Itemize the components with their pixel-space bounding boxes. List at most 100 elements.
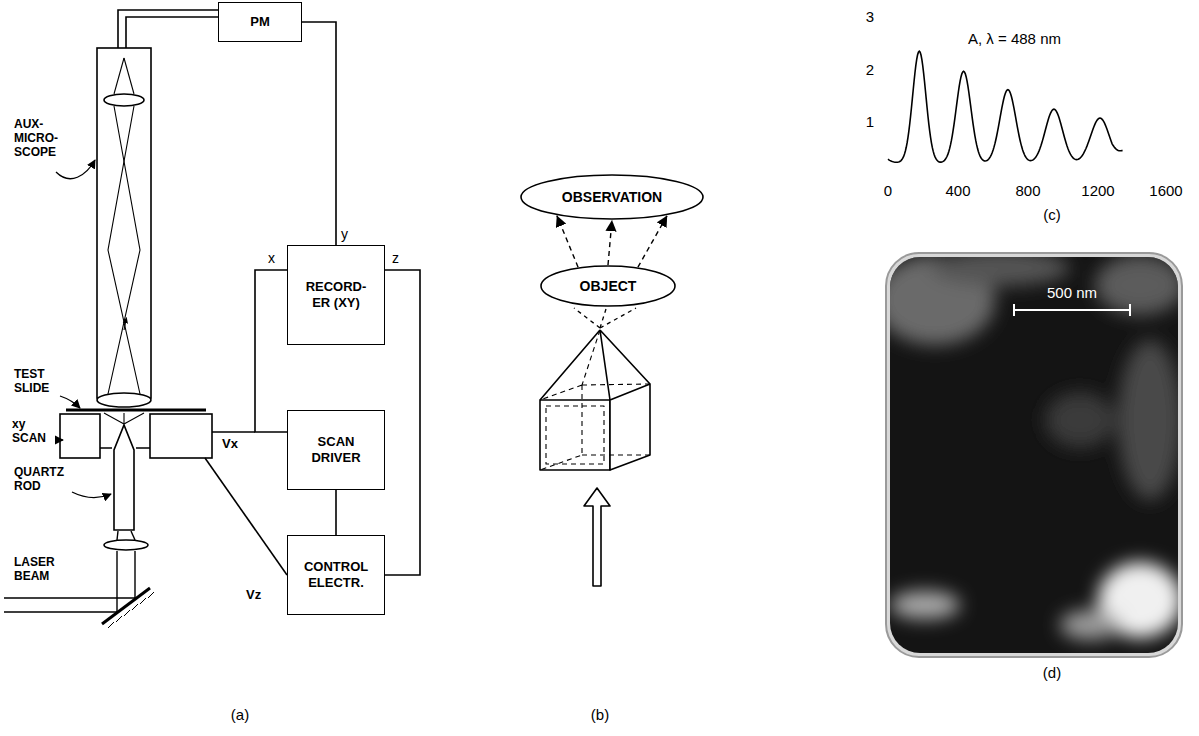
laser-beam	[108, 592, 154, 628]
signal-wire	[255, 270, 287, 432]
node-text: OBJECT	[580, 278, 637, 295]
axis-tick-label: 0	[884, 182, 892, 199]
part-label: AUX- MICRO- SCOPE	[14, 118, 58, 159]
node-text: SCAN DRIVER	[311, 434, 360, 465]
axis-tick-label: 1600	[1149, 182, 1182, 199]
microscope-tube	[97, 48, 151, 407]
leader-arrow	[60, 396, 80, 408]
recorder-box: RECORD- ER (XY)	[287, 245, 385, 345]
optical-fiber	[126, 17, 218, 48]
prism-tip	[546, 406, 604, 464]
laser-beam	[4, 551, 135, 598]
quartz-rod	[104, 540, 148, 550]
scan-image	[875, 250, 1185, 657]
axis-tick-label: 3	[866, 8, 874, 25]
laser-beam	[4, 551, 117, 612]
laser-beam	[4, 531, 154, 628]
near-field-rays	[574, 308, 636, 328]
part-label: LASER BEAM	[14, 556, 55, 584]
intensity-curve	[888, 51, 1123, 162]
scan-stage	[60, 414, 100, 458]
quartz-rod	[114, 425, 134, 530]
microscope-tube	[104, 94, 144, 106]
light-ray-arrow	[608, 220, 612, 265]
ellipse-outline	[521, 175, 703, 219]
signal-wire	[205, 458, 287, 575]
light-ray-arrow	[638, 215, 667, 267]
optical-fiber	[118, 10, 218, 48]
microscope-tube	[97, 48, 151, 398]
node-text: RECORD- ER (XY)	[306, 279, 367, 310]
node-text: CONTROL ELECTR.	[304, 559, 368, 590]
near-field-rays	[600, 308, 636, 328]
scan-stage	[124, 413, 144, 424]
leader-arrow	[56, 439, 63, 440]
signal-name: Vx	[222, 437, 238, 452]
illumination-arrow	[584, 488, 610, 586]
near-field-rays	[600, 309, 606, 328]
laser-beam	[117, 531, 118, 540]
laser-beam	[102, 588, 150, 624]
prism-tip	[540, 330, 650, 400]
axis-tick-label: 1200	[1081, 182, 1114, 199]
quartz-rod	[104, 425, 148, 550]
scan-image	[890, 257, 1178, 640]
scan-image	[1045, 392, 1115, 448]
laser-beam	[131, 531, 135, 540]
scale-bar	[1013, 304, 1015, 316]
scan-stage	[123, 413, 124, 424]
panel-label: (b)	[591, 706, 609, 723]
part-label: QUARTZ ROD	[14, 466, 64, 494]
microscope-tube	[108, 106, 140, 394]
microscope-tube	[97, 393, 151, 407]
scan-image	[890, 591, 960, 619]
axis-tick-label: 1	[866, 113, 874, 130]
signal-wire	[385, 270, 420, 575]
scale-bar	[1014, 309, 1130, 311]
signal-name: z	[392, 250, 399, 266]
prism-tip	[540, 330, 650, 470]
scan-image	[930, 257, 1070, 286]
prism-tip	[610, 384, 650, 470]
microscope-tube	[108, 106, 140, 394]
signal-wire	[335, 490, 337, 535]
leader-arrow	[56, 160, 111, 498]
panel-label: (a)	[231, 706, 249, 723]
light-ray-arrow	[557, 215, 578, 267]
scan-stage	[60, 410, 212, 458]
microscope-tube	[124, 58, 134, 94]
scale-bar	[1014, 304, 1130, 316]
intensity-curve	[888, 51, 1123, 162]
node-text: PM	[250, 14, 270, 30]
part-label: TEST SLIDE	[14, 368, 49, 396]
panel-label: (d)	[1043, 664, 1061, 681]
optical-fiber	[118, 10, 218, 48]
signal-wire	[212, 431, 255, 433]
scan-image	[1060, 610, 1120, 640]
scan-stage	[66, 409, 206, 412]
scan-stage	[104, 413, 124, 424]
curve-label: A, λ = 488 nm	[968, 30, 1061, 47]
scan-image	[1118, 340, 1178, 500]
signal-wire	[302, 22, 336, 245]
object-ellipse: OBJECT	[540, 265, 676, 307]
signal-name: Vz	[246, 588, 261, 603]
observation-ellipse: OBSERVATION	[520, 174, 704, 220]
detector-box: PM	[218, 2, 302, 42]
scale-bar	[1129, 304, 1131, 316]
axis-tick-label: 400	[945, 182, 970, 199]
signal-name: x	[268, 250, 275, 266]
panel-label: (c)	[1043, 206, 1061, 223]
prism-tip	[540, 400, 610, 470]
driver-box: SCAN DRIVER	[287, 410, 385, 490]
scan-image	[1095, 257, 1178, 315]
signal-name: y	[341, 226, 348, 242]
prism-tip	[540, 330, 650, 470]
microscope-tube	[124, 320, 126, 330]
ellipse-outline	[541, 266, 675, 306]
leader-arrow	[56, 160, 95, 179]
node-text: OBSERVATION	[562, 189, 662, 206]
illumination-arrow	[584, 488, 610, 586]
